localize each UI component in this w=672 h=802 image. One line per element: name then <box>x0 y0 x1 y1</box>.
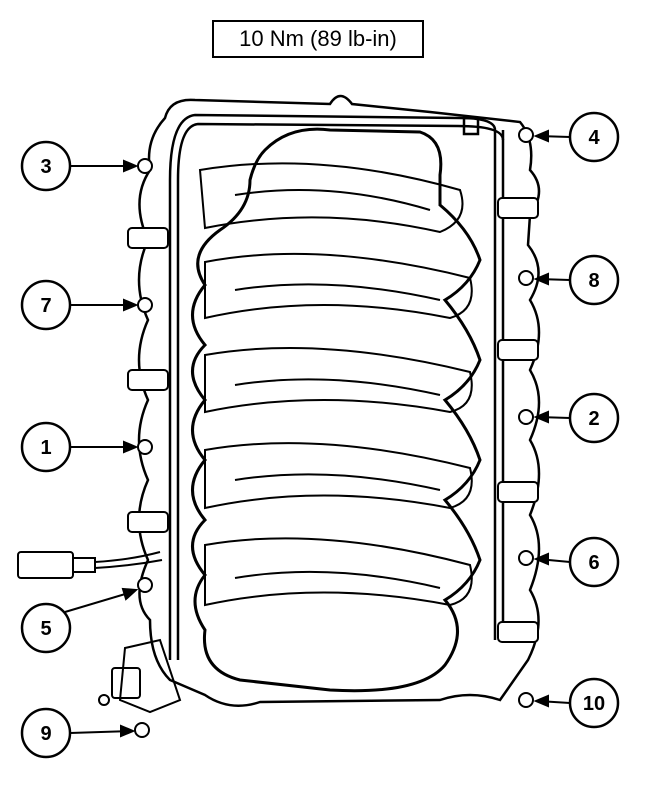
manifold-body <box>137 94 541 707</box>
harness-connector <box>17 551 163 579</box>
callout-8: 8 <box>568 254 620 306</box>
bolt-markers <box>134 127 534 738</box>
bolt-6 <box>518 550 534 566</box>
svg-text:5: 5 <box>40 618 51 640</box>
svg-text:10: 10 <box>583 693 605 715</box>
bolt-2 <box>518 409 534 425</box>
callout-1: 1 <box>20 421 72 473</box>
callout-4: 4 <box>568 111 620 163</box>
bolt-10 <box>518 692 534 708</box>
gasket-outline <box>191 127 482 693</box>
leader-lines <box>64 129 571 738</box>
bolt-9 <box>134 722 150 738</box>
callout-6: 6 <box>568 536 620 588</box>
callout-10: 10 <box>568 677 620 729</box>
bolt-8 <box>518 270 534 286</box>
fuel-tubes <box>168 113 505 660</box>
svg-text:6: 6 <box>588 552 599 574</box>
bolt-1 <box>137 439 153 455</box>
torque-spec-title: 10 Nm (89 lb-in) <box>212 20 424 58</box>
bolt-5 <box>137 577 153 593</box>
callout-2: 2 <box>568 392 620 444</box>
bolt-3 <box>137 158 153 174</box>
sensor-unit <box>98 638 182 714</box>
callout-3: 3 <box>20 140 72 192</box>
svg-text:9: 9 <box>40 723 51 745</box>
svg-text:8: 8 <box>588 270 599 292</box>
svg-text:3: 3 <box>40 156 51 178</box>
intake-runners <box>198 162 473 607</box>
callout-5: 5 <box>20 602 72 654</box>
callout-7: 7 <box>20 279 72 331</box>
svg-text:7: 7 <box>40 295 51 317</box>
svg-text:2: 2 <box>588 408 599 430</box>
bolt-7 <box>137 297 153 313</box>
svg-text:1: 1 <box>40 437 51 459</box>
svg-text:4: 4 <box>588 127 600 149</box>
callout-9: 9 <box>20 707 72 759</box>
injector-connectors <box>127 197 539 643</box>
bolt-4 <box>518 127 534 143</box>
